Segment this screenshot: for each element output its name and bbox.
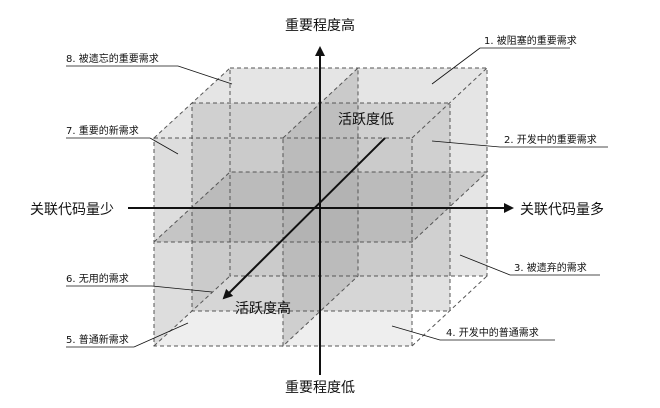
axis-label-right: 关联代码量多 — [520, 201, 604, 218]
note-7: 7. 重要的新需求 — [66, 124, 139, 137]
note-4: 4. 开发中的普通需求 — [446, 326, 539, 339]
cube-edges — [152, 66, 489, 348]
depth-axis — [222, 137, 386, 300]
callout-lines — [66, 47, 608, 348]
note-8: 8. 被遗忘的重要需求 — [66, 52, 159, 65]
note-1: 1. 被阻塞的重要需求 — [484, 34, 577, 47]
axis-label-diag-lower: 活跃度高 — [235, 300, 291, 317]
axis-label-diag-upper: 活跃度低 — [338, 112, 394, 128]
axis-label-bottom: 重要程度低 — [285, 380, 355, 396]
note-6: 6. 无用的需求 — [66, 272, 129, 285]
axis-label-top: 重要程度高 — [285, 17, 355, 34]
note-3: 3. 被遗弃的需求 — [514, 261, 587, 274]
axis-label-left: 关联代码量少 — [30, 202, 114, 218]
note-5: 5. 普通新需求 — [66, 333, 129, 346]
note-2: 2. 开发中的重要需求 — [504, 133, 597, 146]
axes — [128, 46, 514, 375]
